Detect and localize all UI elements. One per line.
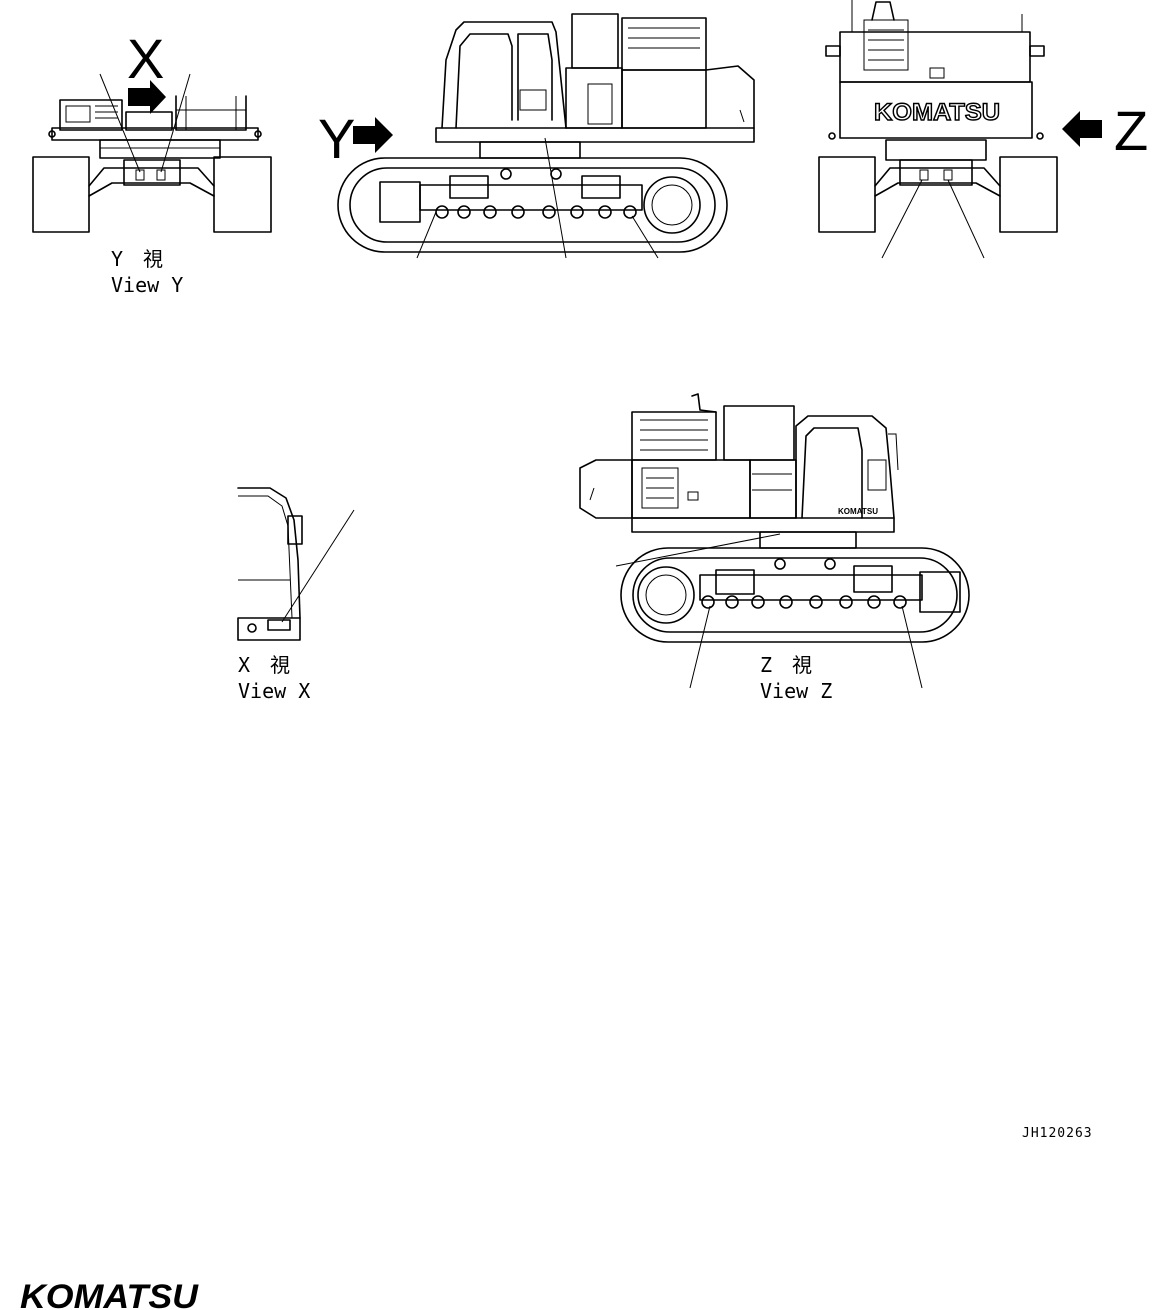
cab-brand: KOMATSU — [838, 507, 878, 516]
komatsu-logo: KOMATSU — [20, 1278, 200, 1310]
rear-view-drawing: KOMATSU Z — [818, 0, 1148, 259]
view-x-label-ja: X 視 — [238, 653, 290, 677]
arrow-x-letter: X — [127, 27, 164, 90]
view-y-label-en: View Y — [111, 273, 183, 297]
counterweight-brand: KOMATSU — [874, 99, 1000, 126]
view-y-drawing: X — [32, 27, 272, 233]
view-x-drawing — [237, 487, 355, 641]
drawing-code: JH120263 — [1022, 1126, 1093, 1141]
view-y-label-ja: Y 視 — [111, 247, 163, 271]
view-z-drawing: KOMATSU — [579, 393, 970, 689]
view-x-label-en: View X — [238, 679, 310, 703]
arrow-z-letter: Z — [1114, 99, 1148, 162]
view-z-label-ja: Z 視 — [760, 653, 812, 677]
side-view-drawing: Y — [318, 13, 755, 259]
view-z-label-en: View Z — [760, 679, 832, 703]
arrow-y-letter: Y — [318, 107, 355, 170]
